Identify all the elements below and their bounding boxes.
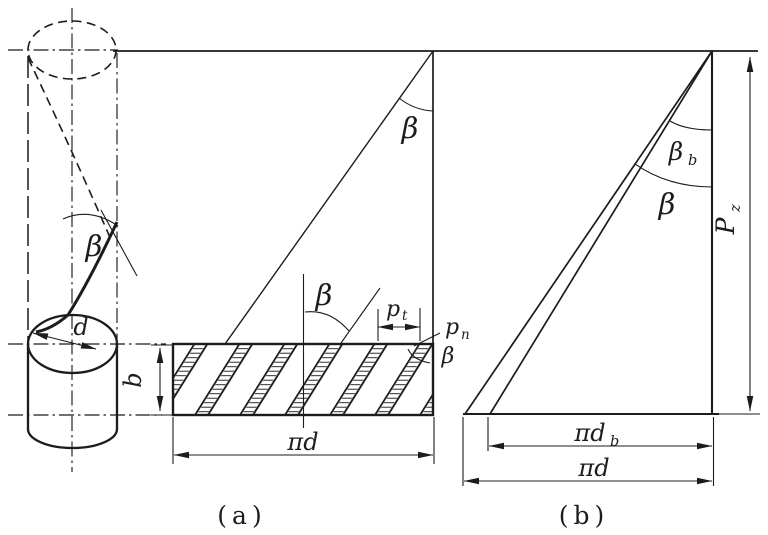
caption-b: (b)	[559, 501, 610, 530]
cylinder-bottom-arc	[26, 428, 119, 450]
helix-front-curve	[35, 221, 119, 334]
caption-a: (a)	[217, 501, 266, 530]
cylinder-view: β d	[8, 8, 166, 472]
label-transverse-pitch-sub: t	[402, 308, 408, 324]
label-a-beta-edge: β	[441, 344, 455, 369]
label-transverse-pitch: p	[386, 297, 400, 322]
label-b-circumference-pid: πd	[577, 454, 609, 482]
helix-back-dashed	[27, 57, 113, 243]
label-base-helix-angle-sub: b	[688, 153, 697, 169]
label-helix-angle-beta: β	[85, 229, 103, 263]
a-top-beta-arc	[398, 97, 434, 112]
a-mid-beta-arc	[304, 311, 350, 332]
label-b-beta: β	[658, 187, 676, 221]
label-base-circumference-sub: b	[610, 434, 619, 450]
phantom-top-circle	[27, 20, 117, 80]
label-a-beta-mid: β	[315, 278, 333, 312]
a-edge-beta-arc	[407, 348, 431, 364]
a-tooth-direction-line	[340, 287, 381, 344]
b-pitch-helix-line	[464, 50, 713, 415]
diameter-arrow	[32, 332, 97, 350]
label-lead-pz-group: P z	[711, 204, 744, 235]
label-lead-z-sub: z	[728, 204, 744, 213]
label-normal-pitch: p	[445, 315, 459, 340]
pn-leader-line	[413, 332, 441, 347]
helix-tangent-line	[100, 209, 138, 277]
label-base-circumference-pidb: πd	[573, 419, 605, 447]
development-b: β b β P z πd b πd (b)	[462, 50, 760, 530]
label-face-width-b: b	[119, 372, 147, 387]
label-a-circumference-pid: πd	[286, 428, 318, 456]
label-normal-pitch-sub: n	[461, 327, 470, 343]
helix-angle-arc	[62, 213, 119, 227]
label-a-beta-top: β	[401, 111, 419, 145]
b-base-helix-line	[489, 50, 713, 415]
a-helix-hypotenuse	[224, 50, 434, 345]
cylinder-top-face-ellipse	[26, 313, 119, 375]
label-lead-p: P	[711, 216, 740, 235]
b-base-beta-arc	[669, 120, 713, 131]
label-diameter-d: d	[73, 313, 88, 341]
label-base-helix-angle: β	[668, 137, 683, 166]
development-a: β β p t p n β b πd (a)	[113, 50, 758, 530]
b-beta-arc	[634, 163, 713, 188]
